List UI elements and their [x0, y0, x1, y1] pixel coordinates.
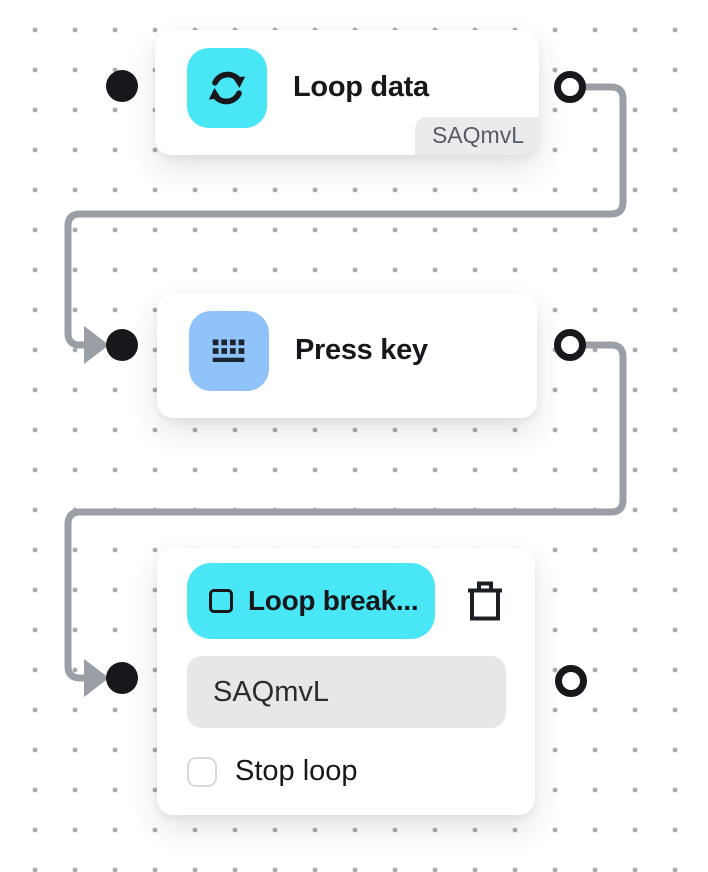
edge-arrowhead: [84, 326, 109, 364]
edge-loopdata-to-presskey[interactable]: [64, 83, 627, 349]
delete-node-button[interactable]: [465, 579, 505, 623]
edge-arrowhead: [84, 659, 109, 697]
keyboard-icon: [189, 310, 269, 391]
output-handle-press-key[interactable]: [554, 329, 586, 361]
stop-loop-checkbox[interactable]: [187, 756, 217, 787]
node-title: Loop break...: [248, 585, 419, 616]
trash-icon: [468, 581, 502, 621]
loop-break-header: Loop break...: [187, 563, 505, 639]
node-title: Loop data: [293, 71, 429, 103]
input-handle-loop-data[interactable]: [106, 70, 138, 102]
loop-id-field[interactable]: SAQmvL: [187, 656, 506, 728]
input-handle-press-key[interactable]: [106, 329, 138, 361]
input-handle-loop-break[interactable]: [106, 662, 138, 694]
stop-loop-row: Stop loop: [187, 755, 505, 788]
output-handle-loop-break[interactable]: [555, 665, 587, 697]
node-title: Press key: [295, 334, 428, 366]
loop-break-title-pill[interactable]: Loop break...: [187, 563, 435, 639]
stop-loop-label: Stop loop: [235, 755, 358, 787]
loop-refresh-icon: [187, 47, 267, 128]
node-id-badge: SAQmvL: [414, 117, 539, 155]
node-press-key[interactable]: Press key: [157, 293, 537, 418]
edge-presskey-to-loopbreak[interactable]: [64, 341, 627, 682]
output-handle-loop-data[interactable]: [554, 71, 586, 103]
node-loop-break[interactable]: Loop break... SAQmvL Stop loop: [157, 548, 535, 815]
square-icon: [209, 589, 233, 613]
node-loop-data[interactable]: Loop data SAQmvL: [155, 30, 539, 155]
